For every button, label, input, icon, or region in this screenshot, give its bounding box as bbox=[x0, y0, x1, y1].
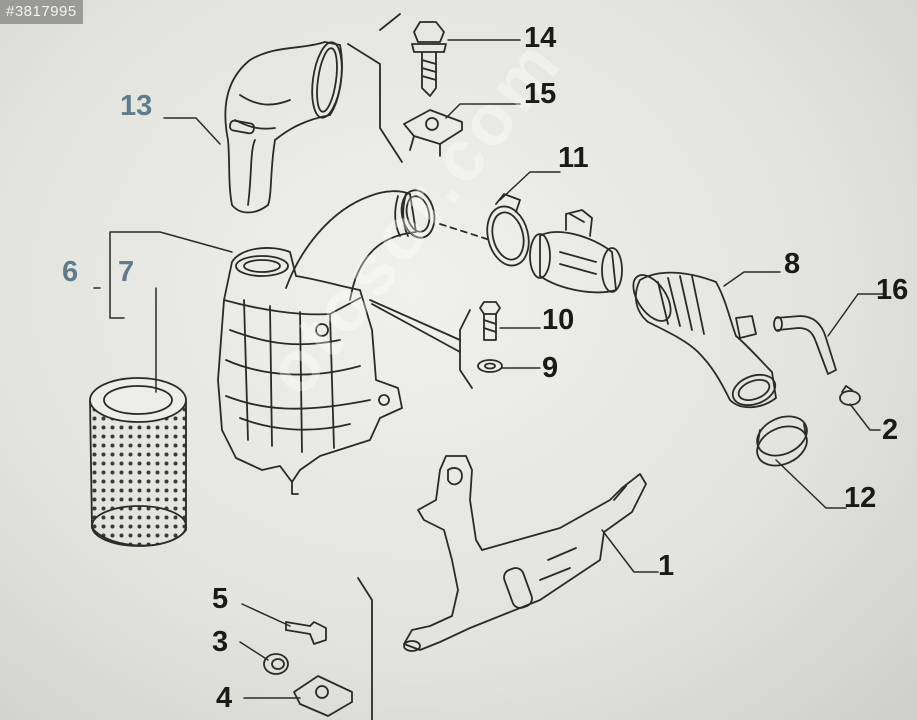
part-10-bolt bbox=[479, 301, 501, 341]
callout-7: 7 bbox=[118, 256, 135, 288]
part-8-intake-hose bbox=[632, 271, 777, 409]
part-3-nut bbox=[263, 653, 289, 675]
part-13-air-duct-elbow bbox=[224, 41, 343, 214]
callout-6: 6 bbox=[62, 256, 79, 288]
mass-air-flow-sensor bbox=[529, 209, 623, 294]
callout-16: 16 bbox=[876, 274, 909, 306]
callout-9: 9 bbox=[542, 352, 559, 384]
bracket-9-10 bbox=[459, 309, 473, 389]
housing-outlet-hose bbox=[285, 189, 436, 301]
part-2-small-clamp bbox=[839, 385, 861, 406]
image-id-badge: #3817995 bbox=[0, 0, 83, 24]
callout-5: 5 bbox=[212, 583, 229, 615]
callout-15: 15 bbox=[524, 78, 557, 110]
part-11-hose-clamp bbox=[486, 193, 530, 267]
callout-13: 13 bbox=[120, 90, 153, 122]
callout-3: 3 bbox=[212, 626, 229, 658]
bracket-14-15 bbox=[347, 43, 403, 163]
part-15-clip bbox=[403, 109, 463, 157]
part-7-filter-element bbox=[89, 377, 187, 547]
callout-14: 14 bbox=[524, 22, 557, 54]
callout-11: 11 bbox=[558, 142, 589, 174]
part-1-mounting-bracket bbox=[403, 455, 647, 652]
bracket-3-4-5 bbox=[357, 577, 373, 720]
part-14-bolt bbox=[411, 21, 447, 97]
part-9-washer bbox=[477, 359, 503, 373]
callout-10: 10 bbox=[542, 304, 575, 336]
callout-12: 12 bbox=[844, 482, 877, 514]
part-5-bolt bbox=[285, 621, 327, 645]
part-16-breather-pipe bbox=[773, 315, 837, 375]
leader-lines bbox=[93, 39, 885, 699]
callout-8: 8 bbox=[784, 248, 801, 280]
callout-1: 1 bbox=[658, 550, 675, 582]
part-12-hose-clamp bbox=[756, 415, 808, 467]
dashed-alignment-line bbox=[439, 223, 491, 241]
part-6-air-filter-housing bbox=[217, 247, 403, 495]
callout-2: 2 bbox=[882, 414, 899, 446]
part-4-clip bbox=[293, 675, 353, 717]
callout-4: 4 bbox=[216, 682, 233, 714]
